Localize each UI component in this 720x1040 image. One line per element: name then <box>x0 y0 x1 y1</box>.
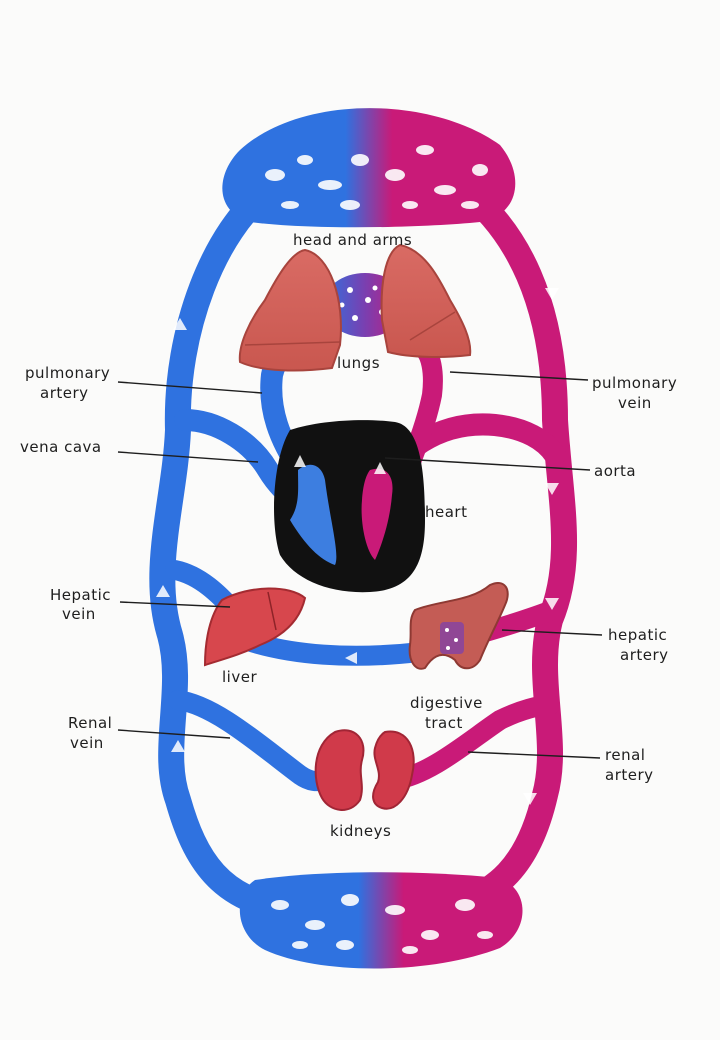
label-hepatic-artery-line1: hepatic <box>608 626 667 644</box>
leader-lines <box>117 371 603 759</box>
label-renal-artery-line1: renal <box>605 746 645 764</box>
labels: head and arms lungs pulmonary artery pul… <box>20 231 677 840</box>
arteries <box>364 177 577 923</box>
flow-arrows <box>156 288 559 805</box>
right-kidney <box>372 730 415 810</box>
liver <box>203 587 307 667</box>
label-renal-artery-line2: artery <box>605 766 654 784</box>
label-digestive-line2: tract <box>425 714 463 732</box>
label-digestive-line1: digestive <box>410 694 483 712</box>
label-pulmonary-artery-line2: artery <box>40 384 89 402</box>
label-pulmonary-vein-line2: vein <box>618 394 652 412</box>
capillary-bed-bottom <box>239 872 523 969</box>
label-lungs: lungs <box>337 354 380 372</box>
label-aorta: aorta <box>594 462 636 480</box>
left-lung <box>238 248 342 372</box>
heart-right-side <box>290 464 337 565</box>
left-kidney <box>314 729 365 811</box>
label-hepatic-vein-line2: vein <box>62 605 96 623</box>
label-hepatic-artery-line2: artery <box>620 646 669 664</box>
label-kidneys: kidneys <box>330 822 391 840</box>
label-heart: heart <box>425 503 467 521</box>
label-renal-vein-line1: Renal <box>68 714 112 732</box>
digestive-tract <box>408 582 509 670</box>
portal-vein-vessel <box>235 630 430 666</box>
right-lung <box>380 243 472 358</box>
label-head-and-arms: head and arms <box>293 231 412 249</box>
label-hepatic-vein-line1: Hepatic <box>50 586 111 604</box>
label-renal-vein-line2: vein <box>70 734 104 752</box>
heart <box>274 420 425 593</box>
left-outer-vein <box>149 177 303 923</box>
lungs <box>238 243 472 372</box>
renal-vein-vessel <box>168 690 332 792</box>
label-pulmonary-vein-line1: pulmonary <box>592 374 677 392</box>
label-pulmonary-artery-line1: pulmonary <box>25 364 110 382</box>
renal-artery-vessel <box>385 695 560 790</box>
label-vena-cava: vena cava <box>20 438 102 456</box>
kidneys <box>314 729 415 811</box>
label-liver: liver <box>222 668 257 686</box>
heart-left-side <box>361 468 393 560</box>
capillary-bed-top <box>222 108 516 228</box>
